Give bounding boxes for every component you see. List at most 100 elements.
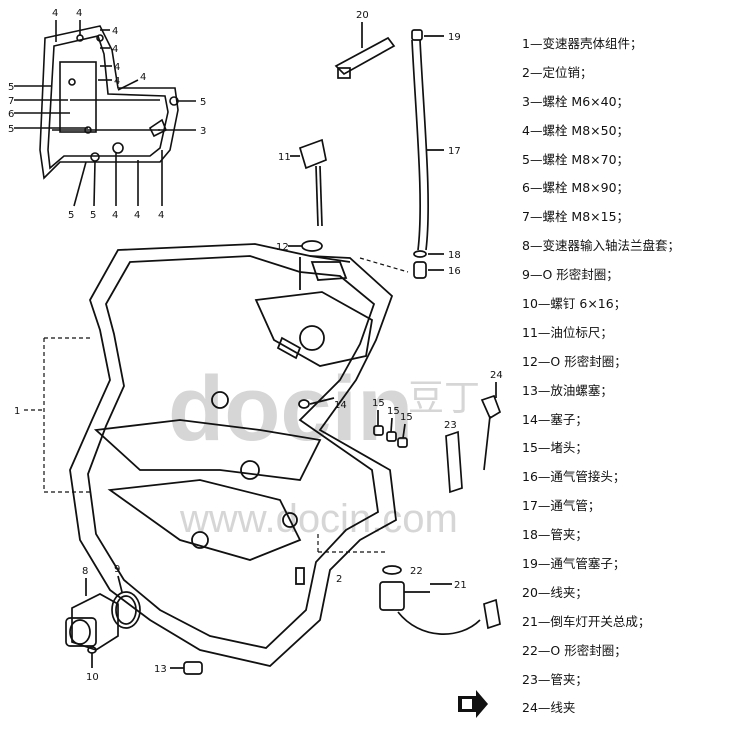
legend-item: 1—变速器壳体组件； bbox=[522, 30, 732, 59]
callout-11: 11 bbox=[278, 152, 291, 163]
legend-item: 15—堵头； bbox=[522, 434, 732, 463]
legend-item: 7—螺栓 M8×15； bbox=[522, 203, 732, 232]
o-ring-flange bbox=[111, 575, 141, 629]
callout-22: 22 bbox=[410, 566, 423, 577]
callout-16: 16 bbox=[448, 266, 461, 277]
legend-item-number: 9 bbox=[522, 267, 530, 283]
legend-item-name: —油位标尺； bbox=[537, 324, 613, 340]
legend-item-number: 17 bbox=[522, 498, 538, 514]
legend-item-name: —通气管塞子； bbox=[537, 556, 626, 572]
callout-23: 23 bbox=[444, 420, 457, 431]
legend-item-number: 6 bbox=[522, 180, 530, 196]
legend-item-number: 15 bbox=[522, 440, 538, 456]
legend-item-name: —螺栓 M8×70； bbox=[529, 151, 630, 167]
callout-4f: 4 bbox=[114, 76, 120, 87]
legend-item-name: —倒车灯开关总成； bbox=[537, 613, 651, 629]
legend-item-name: —通气管接头； bbox=[537, 469, 626, 485]
callout-1: 1 bbox=[14, 406, 20, 417]
dipstick-o-ring bbox=[288, 240, 323, 252]
callout-15b: 15 bbox=[387, 406, 400, 417]
breather-hose bbox=[411, 39, 444, 251]
legend-item: 18—管夹； bbox=[522, 521, 732, 550]
wire-clip-24 bbox=[480, 382, 502, 471]
legend-item-number: 24 bbox=[522, 700, 538, 716]
legend-item-number: 22 bbox=[522, 642, 538, 658]
legend-item-number: 11 bbox=[522, 324, 538, 340]
breather-connector bbox=[413, 261, 444, 279]
legend-item-name: —变速器输入轴法兰盘套； bbox=[529, 238, 680, 254]
legend-item: 5—螺栓 M8×70； bbox=[522, 146, 732, 175]
callout-24: 24 bbox=[490, 370, 503, 381]
callout-5e: 5 bbox=[90, 210, 96, 221]
legend-item: 17—通气管； bbox=[522, 492, 732, 521]
legend-item-number: 16 bbox=[522, 469, 538, 485]
legend-item-number: 14 bbox=[522, 411, 538, 427]
oil-dipstick bbox=[290, 138, 327, 227]
reverse-light-switch bbox=[379, 565, 501, 635]
legend-item-number: 18 bbox=[522, 527, 538, 543]
front-direction-arrow bbox=[458, 690, 488, 718]
callout-20: 20 bbox=[356, 10, 369, 21]
legend-item: 9—O 形密封圈； bbox=[522, 261, 732, 290]
watermark-brand: docin bbox=[168, 358, 413, 460]
legend-item: 8—变速器输入轴法兰盘套； bbox=[522, 232, 732, 261]
callout-6: 6 bbox=[8, 109, 14, 120]
legend-item: 16—通气管接头； bbox=[522, 463, 732, 492]
callout-3: 3 bbox=[200, 126, 206, 137]
legend-item-number: 10 bbox=[522, 296, 538, 312]
legend-item-name: —线夹 bbox=[537, 700, 576, 716]
breather-cap bbox=[411, 29, 444, 41]
legend-item-name: —堵头； bbox=[537, 440, 588, 456]
legend-item-name: —管夹； bbox=[537, 671, 588, 687]
callout-10: 10 bbox=[86, 672, 99, 683]
callout-4c: 4 bbox=[112, 26, 118, 37]
callout-8: 8 bbox=[82, 566, 88, 577]
callout-4h: 4 bbox=[112, 210, 118, 221]
pipe-clip-23 bbox=[445, 430, 463, 494]
callout-13: 13 bbox=[154, 664, 167, 675]
legend-item-number: 23 bbox=[522, 671, 538, 687]
legend-item-number: 21 bbox=[522, 613, 538, 629]
legend-item-name: —O 形密封圈； bbox=[537, 353, 627, 369]
callout-18: 18 bbox=[448, 250, 461, 261]
watermark-url: www.docin.com bbox=[179, 497, 458, 541]
legend-item-name: —定位销； bbox=[529, 64, 593, 80]
legend-item: 3—螺栓 M6×40； bbox=[522, 88, 732, 117]
legend-item-name: —螺栓 M8×15； bbox=[529, 209, 630, 225]
legend-item: 4—螺栓 M8×50； bbox=[522, 117, 732, 146]
watermark: docin www.docin.com 豆丁 bbox=[168, 358, 480, 541]
legend-item-number: 13 bbox=[522, 382, 538, 398]
legend-item: 10—螺钉 6×16； bbox=[522, 290, 732, 319]
callout-4j: 4 bbox=[158, 210, 164, 221]
callout-5d: 5 bbox=[68, 210, 74, 221]
legend-item-number: 12 bbox=[522, 353, 538, 369]
legend-item: 23—管夹； bbox=[522, 666, 732, 695]
callout-19: 19 bbox=[448, 32, 461, 43]
legend-item-name: —通气管； bbox=[537, 498, 601, 514]
legend-item: 13—放油螺塞； bbox=[522, 377, 732, 406]
legend-item-number: 7 bbox=[522, 209, 530, 225]
housing-side-view bbox=[14, 20, 196, 207]
legend-item-number: 1 bbox=[522, 36, 530, 51]
legend-item-name: —螺栓 M6×40； bbox=[529, 93, 630, 109]
legend-item: 21—倒车灯开关总成； bbox=[522, 608, 732, 637]
legend-item-name: —O 形密封圈； bbox=[537, 642, 627, 658]
legend-item-name: —螺钉 6×16； bbox=[537, 296, 627, 312]
callout-5b: 5 bbox=[8, 124, 14, 135]
legend-item: 14—塞子； bbox=[522, 406, 732, 435]
callout-4b: 4 bbox=[76, 8, 82, 19]
legend-item-number: 4 bbox=[522, 122, 530, 138]
breather-hose-clip bbox=[413, 250, 444, 258]
wire-clip-20 bbox=[334, 22, 396, 79]
callout-4a: 4 bbox=[52, 8, 58, 19]
callout-17: 17 bbox=[448, 146, 461, 157]
legend-item-number: 5 bbox=[522, 151, 530, 167]
transmission-housing bbox=[69, 243, 397, 667]
callout-4i: 4 bbox=[134, 210, 140, 221]
callout-7: 7 bbox=[8, 96, 14, 107]
callout-4g: 4 bbox=[140, 72, 146, 83]
callout-12: 12 bbox=[276, 242, 289, 253]
legend-item: 22—O 形密封圈； bbox=[522, 637, 732, 666]
legend-item-number: 8 bbox=[522, 238, 530, 254]
